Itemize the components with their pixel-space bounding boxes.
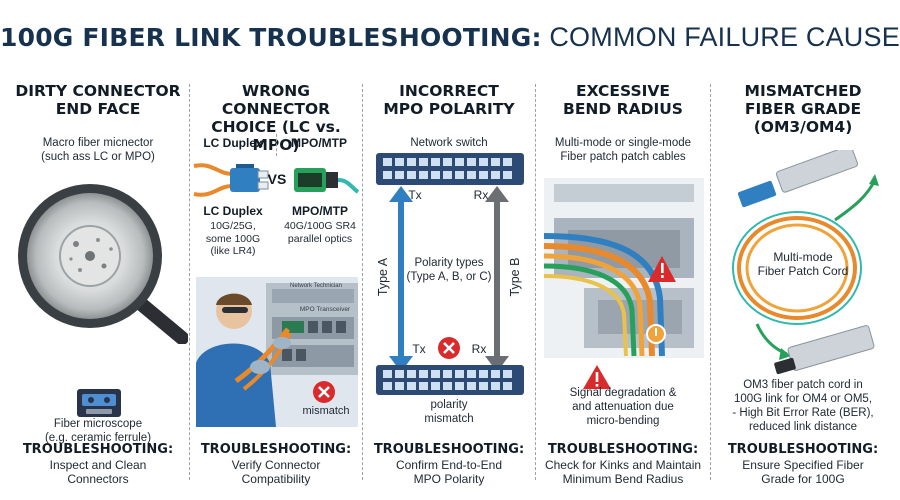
mismatch-label: mismatch (302, 405, 350, 417)
cassette-icon (77, 389, 121, 417)
panel-heading: EXCESSIVE BEND RADIUS (563, 82, 683, 118)
technician-photo (196, 277, 358, 427)
connector-caption: Macro fiber micnector (such ass LC or MP… (41, 137, 155, 163)
troubleshooting-heading: TROUBLESHOOTING: (547, 442, 699, 457)
title-rest: COMMON FAILURE CAUSES (549, 22, 900, 52)
mpo-mtp-name: MPO/MTP (292, 204, 348, 218)
polarity-types-text: Polarity types (Type A, B, or C) (406, 257, 492, 283)
panel-wrong-connector: WRONG CONNECTOR CHOICE (LC vs. MPO) LC D… (192, 74, 360, 492)
title-bold: 100G FIBER LINK TROUBLESHOOTING: (0, 23, 542, 52)
magnifier-endface-illustration (18, 184, 188, 344)
polarity-arrows (389, 186, 509, 372)
signal-degradation-text: Signal degradation & and attenuation due… (569, 387, 677, 427)
divider-1 (189, 84, 190, 480)
panel-heading: WRONG CONNECTOR CHOICE (LC vs. MPO) (211, 82, 341, 154)
bottom-switch-icon (376, 365, 524, 395)
fiber-grade-caption: OM3 fiber patch cord in 100G link for OM… (732, 379, 874, 433)
photo-caption-technician: Network Technician (290, 283, 342, 289)
mpo-mtp-label: MPO/MTP (291, 136, 347, 150)
mpo-mtp-connector-icon (294, 168, 360, 194)
photo-caption-transceiver: MPO Transceiver (299, 306, 351, 313)
bend-radius-illustration (544, 178, 704, 358)
microscope-label: Fiber microscope (e.g. ceramic ferrule) (44, 418, 152, 444)
lc-duplex-label: LC Duplex (203, 136, 263, 150)
rx-bottom-label: Rx (471, 342, 487, 356)
divider-3 (535, 84, 536, 480)
troubleshooting-body: Check for Kinks and Maintain Minimum Ben… (544, 458, 702, 486)
troubleshooting-heading: TROUBLESHOOTING: (200, 442, 352, 457)
panel-mpo-polarity: INCORRECT MPO POLARITY Network switch Tx… (365, 74, 533, 492)
warning-triangle-icon (583, 365, 611, 389)
page-title: 100G FIBER LINK TROUBLESHOOTING: COMMON … (0, 22, 900, 53)
panel-heading: INCORRECT MPO POLARITY (383, 82, 515, 118)
troubleshooting-body: Confirm End-to-End MPO Polarity (395, 458, 503, 486)
troubleshooting-heading: TROUBLESHOOTING: (22, 442, 174, 457)
troubleshooting-heading: TROUBLESHOOTING: (373, 442, 525, 457)
switch-label: Network switch (410, 137, 488, 149)
polarity-mismatch-label: polarity mismatch (424, 399, 474, 425)
tx-bottom-label: Tx (412, 342, 426, 356)
troubleshooting-heading: TROUBLESHOOTING: (727, 442, 879, 457)
panel-dirty-connector: DIRTY CONNECTOR END FACE Macro fiber mic… (10, 74, 188, 492)
vs-label: VS (267, 171, 287, 187)
top-switch-icon (376, 153, 524, 185)
troubleshooting-body: Ensure Specified Fiber Grade for 100G (742, 458, 864, 486)
divider-2 (362, 84, 363, 480)
panel-fiber-grade: MISMATCHED FIBER GRADE (OM3/OM4) Multi-m… (713, 74, 893, 492)
lc-duplex-name: LC Duplex (203, 204, 263, 218)
troubleshooting-body: Inspect and Clean Connectors (49, 458, 147, 486)
type-a-label: Type A (376, 257, 390, 297)
connector-divider (276, 134, 277, 156)
divider-4 (710, 84, 711, 480)
patch-cord-illustration (732, 150, 879, 375)
panel-heading: DIRTY CONNECTOR END FACE (15, 82, 181, 118)
mismatch-x-icon (313, 381, 335, 403)
polarity-error-icon (438, 337, 460, 359)
panel-heading: MISMATCHED FIBER GRADE (OM3/OM4) (744, 82, 862, 136)
patch-cord-label: Multi-mode Fiber Patch Cord (757, 250, 849, 278)
tx-top-label: Tx (408, 188, 422, 202)
cable-caption: Multi-mode or single-mode Fiber patch pa… (554, 137, 692, 163)
troubleshooting-body: Verify Connector Compatibility (231, 458, 321, 486)
type-b-label: Type B (508, 257, 522, 297)
panel-bend-radius: EXCESSIVE BEND RADIUS Multi-mode or sing… (538, 74, 708, 492)
rx-top-label: Rx (473, 188, 489, 202)
mpo-mtp-description: 40G/100G SR4 parallel optics (284, 220, 356, 245)
lc-duplex-description: 10G/25G, some 100G (like LR4) (205, 220, 261, 257)
lc-duplex-connector-icon (193, 163, 269, 197)
